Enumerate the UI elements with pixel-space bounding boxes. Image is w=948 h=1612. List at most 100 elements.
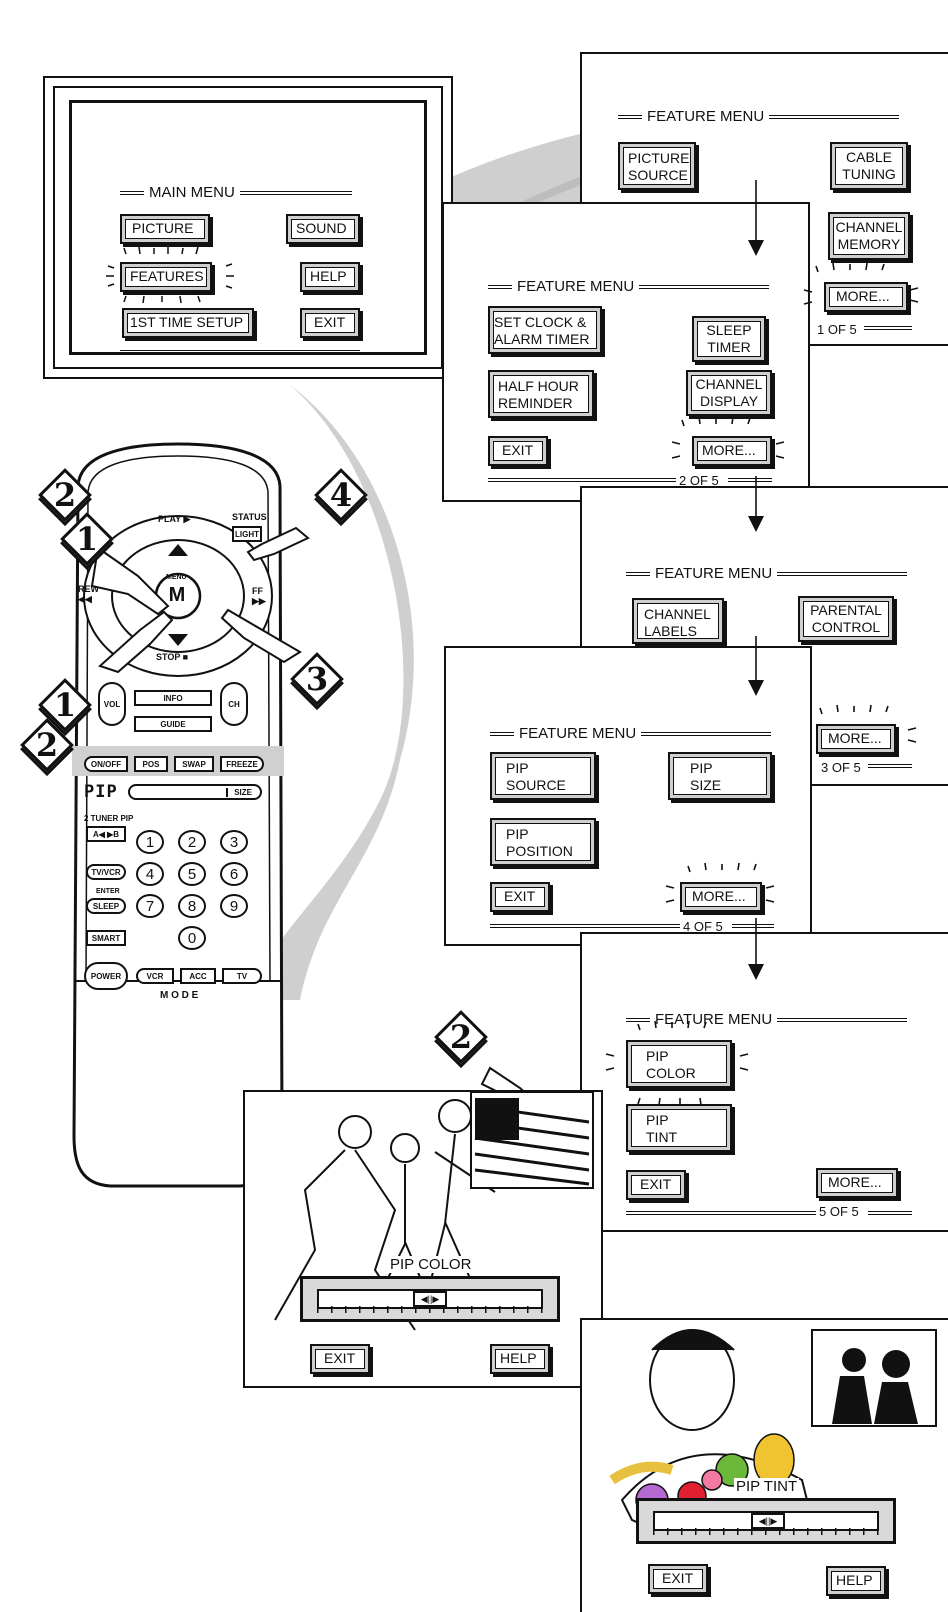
- ch-button[interactable]: CH: [220, 682, 248, 726]
- freeze-button[interactable]: FREEZE: [220, 756, 264, 772]
- channel-labels-button[interactable]: CHANNEL LABELS: [632, 598, 724, 644]
- feature-menu-title-3: FEATURE MENU: [626, 565, 908, 582]
- page-indicator-2: 2 OF 5: [676, 473, 722, 488]
- page-indicator-5: 5 OF 5: [816, 1204, 862, 1219]
- exit-button-4[interactable]: EXIT: [490, 882, 550, 912]
- menu-button[interactable]: M: [168, 584, 186, 606]
- pos-button[interactable]: POS: [134, 756, 168, 772]
- digit-6-button[interactable]: 6: [220, 862, 248, 886]
- swap-button[interactable]: SWAP: [174, 756, 214, 772]
- digit-2-button[interactable]: 2: [178, 830, 206, 854]
- info-button[interactable]: INFO: [134, 690, 212, 706]
- channel-memory-button[interactable]: CHANNEL MEMORY: [828, 212, 910, 260]
- vcr-mode-button[interactable]: VCR: [136, 968, 174, 984]
- pip-color-slider[interactable]: ◀||▶: [300, 1276, 560, 1322]
- people-illustration: [274, 1092, 594, 1331]
- pip-logo: PIP: [84, 782, 118, 802]
- step-3-marker: 3: [290, 652, 344, 706]
- digit-4-button[interactable]: 4: [136, 862, 164, 886]
- features-button[interactable]: FEATURES: [120, 262, 212, 292]
- step-1-marker-bottom: 1: [38, 678, 92, 732]
- main-menu-rule: [120, 350, 360, 354]
- digit-5-button[interactable]: 5: [178, 862, 206, 886]
- channel-display-button[interactable]: CHANNEL DISPLAY: [686, 370, 772, 416]
- sound-button[interactable]: SOUND: [286, 214, 360, 244]
- vol-button[interactable]: VOL: [98, 682, 126, 726]
- page-indicator-4: 4 OF 5: [680, 919, 726, 934]
- help-button[interactable]: HELP: [300, 262, 360, 292]
- guide-button[interactable]: GUIDE: [134, 716, 212, 732]
- feature-menu-title-1: FEATURE MENU: [618, 108, 900, 125]
- step-2-marker-pip: 2: [434, 1010, 488, 1064]
- pip-source-button[interactable]: PIP SOURCE: [490, 752, 596, 800]
- pip-tint-slider[interactable]: ◀||▶: [636, 1498, 896, 1544]
- half-hour-reminder-button[interactable]: HALF HOUR REMINDER: [488, 370, 594, 418]
- feature-menu-title-5: FEATURE MENU: [626, 1011, 908, 1028]
- cable-tuning-button[interactable]: CABLE TUNING: [830, 142, 908, 190]
- first-time-setup-button[interactable]: 1ST TIME SETUP: [122, 308, 254, 338]
- pip-position-button[interactable]: PIP POSITION: [490, 818, 596, 866]
- play-label: PLAY ▶: [158, 514, 191, 524]
- pip-tint-button[interactable]: PIP TINT: [626, 1104, 732, 1152]
- feature-menu-title-4: FEATURE MENU: [490, 725, 772, 742]
- man-with-fruit-illustration: [609, 1329, 937, 1541]
- more-button-4[interactable]: MORE...: [680, 882, 762, 912]
- page-rule-3: [868, 764, 912, 768]
- tv-vcr-button[interactable]: TV/VCR: [86, 864, 126, 880]
- page-rule-2: [488, 478, 678, 482]
- pip-color-help-button[interactable]: HELP: [490, 1344, 550, 1374]
- acc-mode-button[interactable]: ACC: [180, 968, 216, 984]
- digit-9-button[interactable]: 9: [220, 894, 248, 918]
- page-rule-5: [626, 1211, 816, 1215]
- digit-3-button[interactable]: 3: [220, 830, 248, 854]
- digit-0-button[interactable]: 0: [178, 926, 206, 950]
- pip-color-exit-button[interactable]: EXIT: [310, 1344, 370, 1374]
- slider-knob-tint[interactable]: ◀||▶: [751, 1513, 785, 1529]
- picture-button[interactable]: PICTURE: [120, 214, 210, 244]
- exit-button[interactable]: EXIT: [300, 308, 360, 338]
- digit-8-button[interactable]: 8: [178, 894, 206, 918]
- slider-knob[interactable]: ◀||▶: [413, 1291, 447, 1307]
- ab-button[interactable]: A◀ ▶B: [86, 826, 126, 842]
- parental-control-button[interactable]: PARENTAL CONTROL: [798, 596, 894, 642]
- digit-1-button[interactable]: 1: [136, 830, 164, 854]
- light-button[interactable]: LIGHT: [232, 526, 262, 542]
- pip-tint-label: PIP TINT: [734, 1478, 800, 1495]
- main-menu-title: MAIN MENU: [120, 184, 352, 201]
- two-tuner-pip-label: 2 TUNER PIP: [84, 814, 134, 823]
- feature-menu-title-2: FEATURE MENU: [488, 278, 770, 295]
- pip-tint-exit-button[interactable]: EXIT: [648, 1564, 708, 1594]
- pip-size-button[interactable]: PIP SIZE: [668, 752, 772, 800]
- menu-small-label: MENU: [166, 574, 187, 581]
- smart-button[interactable]: SMART: [86, 930, 126, 946]
- pip-color-label: PIP COLOR: [388, 1256, 474, 1273]
- page-rule-4b: [732, 924, 774, 928]
- more-button-3[interactable]: MORE...: [816, 724, 896, 754]
- on-off-button[interactable]: ON/OFF: [84, 756, 128, 772]
- set-clock-button[interactable]: SET CLOCK & ALARM TIMER: [488, 306, 602, 354]
- page-rule-5b: [868, 1211, 912, 1215]
- pip-size-bar[interactable]: SIZE: [128, 784, 262, 800]
- step-2-marker-bottom: 2: [20, 718, 74, 772]
- picture-source-button[interactable]: PICTURE SOURCE: [618, 142, 696, 190]
- sleep-button[interactable]: SLEEP: [86, 898, 126, 914]
- more-button-5[interactable]: MORE...: [816, 1168, 898, 1198]
- page-rule-2b: [728, 478, 772, 482]
- tv-mode-button[interactable]: TV: [222, 968, 262, 984]
- exit-button-5[interactable]: EXIT: [626, 1170, 686, 1200]
- page-rule-4: [490, 924, 680, 928]
- page-indicator-1: 1 OF 5: [814, 322, 860, 337]
- exit-button-2[interactable]: EXIT: [488, 436, 548, 466]
- sleep-timer-button[interactable]: SLEEP TIMER: [692, 316, 766, 362]
- power-button[interactable]: POWER: [84, 962, 128, 990]
- pip-color-button[interactable]: PIP COLOR: [626, 1040, 732, 1088]
- more-button-2[interactable]: MORE...: [692, 436, 772, 466]
- size-label: SIZE: [226, 787, 252, 797]
- digit-7-button[interactable]: 7: [136, 894, 164, 918]
- stop-label: STOP ■: [156, 652, 189, 662]
- more-button-1[interactable]: MORE...: [824, 282, 908, 312]
- pip-tint-help-button[interactable]: HELP: [826, 1566, 886, 1596]
- status-label: STATUS: [232, 512, 267, 522]
